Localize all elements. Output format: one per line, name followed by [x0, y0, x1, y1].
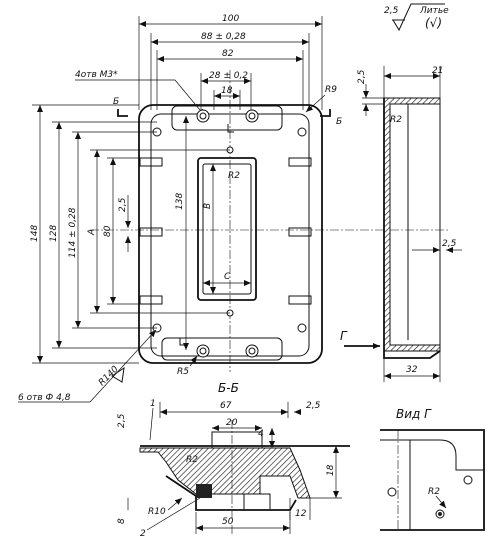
holes-m3-label: 4отв М3*: [75, 70, 118, 80]
dim-B: В: [203, 203, 213, 209]
view-g: Вид Г R2: [380, 407, 485, 531]
radius-2-view-g: R2: [428, 487, 440, 497]
section-wall: [139, 447, 311, 499]
view-arrow-label: Г: [340, 329, 348, 343]
dim-2-5-main: 2,5: [118, 197, 128, 212]
dim-2-5-right: 2,5: [306, 401, 321, 411]
view-g-title: Вид Г: [396, 407, 432, 421]
dim-50: 50: [222, 517, 234, 527]
dim-2-5-mid-side: 2,5: [442, 239, 457, 249]
dim-4: 4: [258, 429, 264, 439]
dim-80: 80: [103, 225, 113, 237]
left-dimensions: 148 128 114 ± 0,28 А 80 2,5: [30, 104, 230, 364]
main-view: 100 88 ± 0,28 82 28 ± 0,2 18 4отв М3* Б …: [18, 14, 450, 403]
finish-process: Литье: [419, 6, 449, 16]
dim-8: 8: [117, 518, 127, 524]
dim-82: 82: [222, 49, 234, 59]
nut-insert: [196, 484, 212, 498]
radius-5: R5: [177, 367, 189, 377]
dim-88: 88 ± 0,28: [201, 32, 246, 42]
side-wall-section: [383, 97, 441, 352]
surface-finish-symbol: 2,5 Литье (√): [384, 3, 449, 32]
section-title: Б-Б: [218, 381, 239, 395]
radius-9: R9: [325, 85, 337, 95]
radius-2-main: R2: [228, 171, 240, 181]
box-outline: [138, 104, 323, 364]
side-view: 21 2,5 R2 2,5 32 Г: [340, 66, 462, 382]
radius-140: R140: [97, 364, 121, 388]
dim-C: С: [224, 272, 231, 282]
dim-21: 21: [432, 66, 443, 76]
dim-12: 12: [295, 509, 307, 519]
dim-2-5-left: 2,5: [117, 413, 127, 428]
finish-symbol: (√): [425, 16, 442, 30]
m3-holes: [196, 109, 259, 358]
leader-1: 1: [150, 399, 156, 409]
dim-32: 32: [406, 365, 418, 375]
dim-18: 18: [221, 86, 233, 96]
dim-2-5-top-side: 2,5: [357, 69, 367, 84]
dim-100: 100: [222, 14, 239, 24]
section-view: Б-Б 67 2,5 2,5 1 2 20 4 R2 R10 8 12: [117, 381, 350, 539]
dim-A: А: [87, 229, 97, 236]
radius-10: R10: [148, 507, 166, 517]
radius-2-side: R2: [390, 115, 402, 125]
ribs: [139, 157, 312, 305]
top-dimensions: 100 88 ± 0,28 82 28 ± 0,2 18: [138, 14, 323, 110]
dim-18-section: 18: [326, 464, 336, 476]
holes-48-label: 6 отв Ф 4,8: [18, 393, 71, 403]
section-mark-right: Б: [336, 117, 342, 127]
dim-138: 138: [175, 193, 185, 210]
dim-67: 67: [220, 401, 232, 411]
dim-28: 28 ± 0,2: [209, 71, 248, 81]
radius-2-section: R2: [186, 455, 198, 465]
section-mark-left: Б: [113, 97, 119, 107]
dim-114: 114 ± 0,28: [68, 207, 78, 258]
window-opening: [197, 157, 257, 301]
dim-148: 148: [30, 225, 40, 242]
finish-roughness: 2,5: [384, 6, 399, 16]
dim-128: 128: [49, 225, 59, 242]
leader-2: 2: [140, 529, 146, 539]
